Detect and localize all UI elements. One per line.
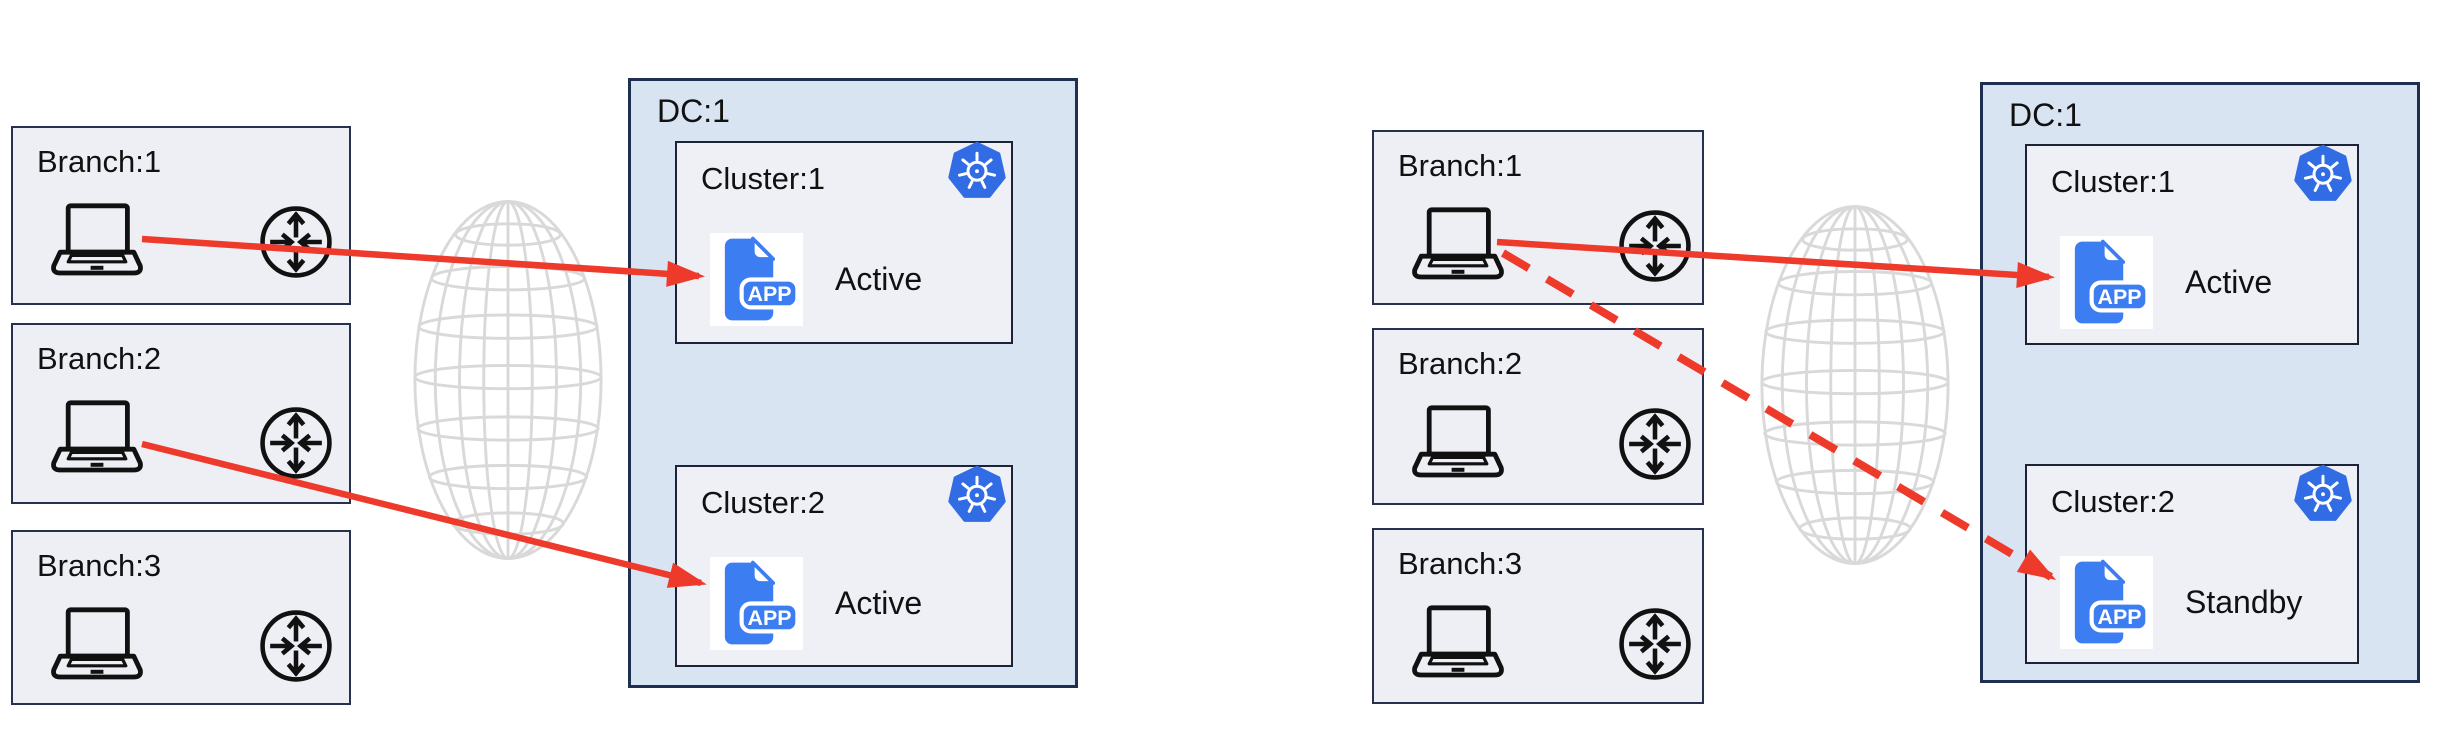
branch-label: Branch:1 <box>1398 148 1523 183</box>
dc-label: DC:1 <box>657 93 730 129</box>
kubernetes-icon <box>2293 462 2353 524</box>
app-badge-label: APP <box>2098 605 2142 629</box>
branch-box: Branch:1 <box>11 126 351 305</box>
branch-box: Branch:2 <box>1372 328 1704 505</box>
laptop-icon <box>1410 402 1506 484</box>
cluster-status: Active <box>835 261 923 297</box>
branch-label: Branch:2 <box>1398 346 1523 381</box>
cluster-box: Cluster:2 APP Standby <box>2025 464 2359 664</box>
app-badge-label: APP <box>2098 285 2142 309</box>
branch-label: Branch:3 <box>37 548 162 583</box>
cluster-label: Cluster:2 <box>701 485 826 520</box>
cluster-status: Standby <box>2185 584 2303 620</box>
cluster-status: Active <box>835 585 923 621</box>
cluster-label: Cluster:1 <box>2051 164 2176 199</box>
globe-icon <box>411 194 605 566</box>
app-file-icon: APP <box>710 233 803 326</box>
app-file-icon: APP <box>710 557 803 650</box>
branch-box: Branch:2 <box>11 323 351 504</box>
laptop-icon <box>49 200 145 282</box>
router-icon <box>1617 606 1693 682</box>
branch-label: Branch:2 <box>37 341 162 376</box>
router-icon <box>258 608 334 684</box>
dc-box: DC:1 Cluster:1 APP Active Cluster:2 <box>1980 82 2420 683</box>
laptop-icon <box>49 604 145 686</box>
cluster-box: Cluster:1 APP Active <box>675 141 1013 344</box>
cluster-box: Cluster:1 APP Active <box>2025 144 2359 345</box>
app-badge-label: APP <box>748 606 792 630</box>
dc-box: DC:1 Cluster:1 APP Active Cluster:2 <box>628 78 1078 688</box>
cluster-label: Cluster:2 <box>2051 484 2176 519</box>
branch-label: Branch:1 <box>37 144 162 179</box>
app-file-icon: APP <box>2060 556 2153 649</box>
kubernetes-icon <box>947 463 1007 525</box>
laptop-icon <box>49 397 145 479</box>
branch-label: Branch:3 <box>1398 546 1523 581</box>
app-badge-label: APP <box>748 282 792 306</box>
branch-box: Branch:3 <box>1372 528 1704 704</box>
cluster-label: Cluster:1 <box>701 161 826 196</box>
branch-box: Branch:3 <box>11 530 351 705</box>
cluster-status: Active <box>2185 264 2273 300</box>
globe-icon <box>1758 200 1952 570</box>
laptop-icon <box>1410 602 1506 684</box>
app-file-icon: APP <box>2060 236 2153 329</box>
router-icon <box>1617 406 1693 482</box>
dc-label: DC:1 <box>2009 97 2082 133</box>
router-icon <box>1617 208 1693 284</box>
kubernetes-icon <box>2293 142 2353 204</box>
kubernetes-icon <box>947 139 1007 201</box>
laptop-icon <box>1410 204 1506 286</box>
router-icon <box>258 204 334 280</box>
cluster-box: Cluster:2 APP Active <box>675 465 1013 667</box>
branch-box: Branch:1 <box>1372 130 1704 305</box>
router-icon <box>258 405 334 481</box>
